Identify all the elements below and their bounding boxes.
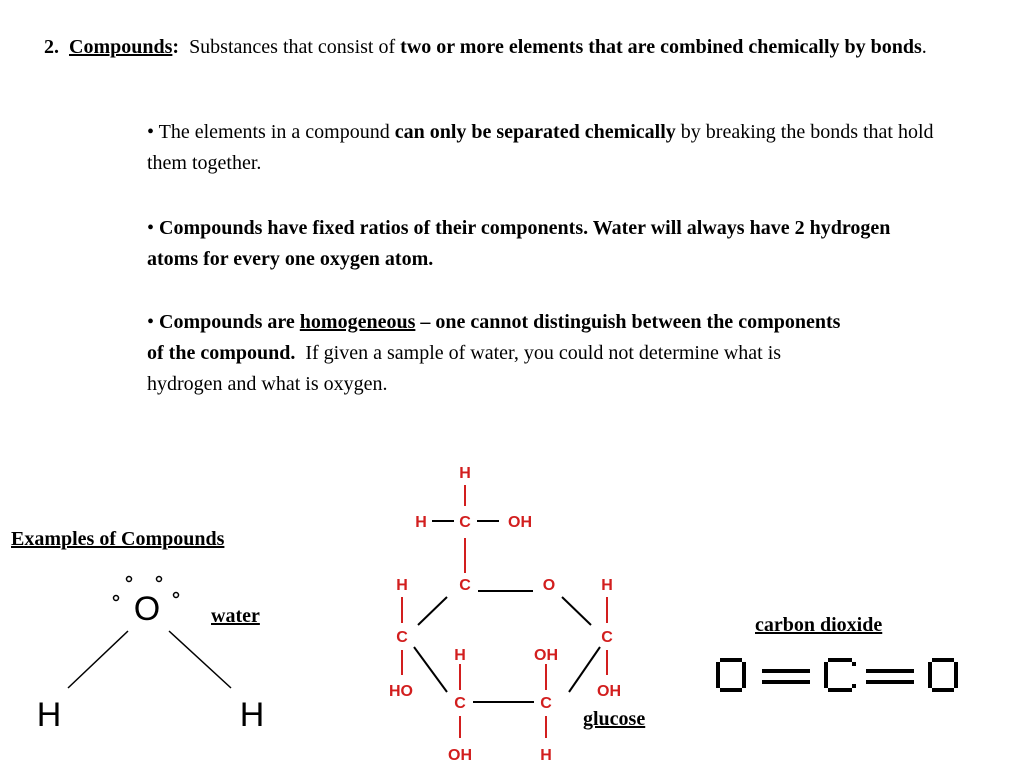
glucose-atom-top-h: H bbox=[459, 465, 471, 482]
glucose-atom-c3-oh: OH bbox=[448, 747, 472, 764]
co2-atom-o2 bbox=[928, 658, 958, 692]
definition-colon: : bbox=[172, 36, 180, 58]
bullet-homogeneous: • Compounds are homogeneous – one cannot… bbox=[147, 307, 847, 400]
glucose-atom-c1: C bbox=[601, 629, 613, 646]
definition-term: Compounds bbox=[69, 36, 173, 58]
glucose-atom-c3-h: H bbox=[454, 647, 466, 664]
glucose-atom-c4: C bbox=[396, 629, 408, 646]
definition-bold: two or more elements that are combined c… bbox=[400, 36, 922, 58]
glucose-bonds bbox=[413, 520, 601, 703]
glucose-atom-c2: C bbox=[540, 695, 552, 712]
glucose-atom-c1-h: H bbox=[601, 577, 613, 594]
definition-end: . bbox=[921, 36, 927, 58]
co2-atom-o1 bbox=[716, 658, 746, 692]
definition: 2. Compounds: Substances that consist of… bbox=[44, 32, 964, 63]
glucose-atom-c4-h: H bbox=[396, 577, 408, 594]
glucose-atom-top-oh: OH bbox=[508, 514, 532, 531]
glucose-atom-c3: C bbox=[454, 695, 466, 712]
co2-double-bond-right bbox=[866, 669, 914, 684]
water-lone-pairs bbox=[112, 575, 180, 602]
examples-heading: Examples of Compounds bbox=[11, 528, 225, 550]
bullet-marker: • bbox=[147, 121, 155, 143]
bullet-text: The elements in a compound bbox=[158, 121, 390, 143]
glucose-atom-c2-oh: OH bbox=[534, 647, 558, 664]
water-oxygen: O bbox=[134, 590, 160, 628]
water-label: water bbox=[211, 605, 260, 627]
glucose-atom-c2-h: H bbox=[540, 747, 552, 764]
bullet-bold: Compounds have fixed ratios of their com… bbox=[147, 217, 891, 270]
glucose-label: glucose bbox=[583, 708, 646, 730]
definition-lead: Substances that consist of bbox=[189, 36, 396, 58]
bullet-bold: Compounds are bbox=[159, 311, 295, 333]
co2-double-bond-left bbox=[762, 669, 810, 684]
glucose-atom-top-c: C bbox=[459, 514, 471, 531]
glucose-atom-top-left-h: H bbox=[415, 514, 427, 531]
glucose-atom-c4-ho: HO bbox=[389, 683, 413, 700]
water-bond-right bbox=[168, 630, 232, 689]
water-hydrogen-left: H bbox=[37, 696, 62, 734]
bullet-marker: • bbox=[147, 217, 155, 239]
bullet-separation: • The elements in a compound can only be… bbox=[147, 117, 967, 179]
bullet-fixed-ratios: • Compounds have fixed ratios of their c… bbox=[147, 213, 937, 275]
bullet-bold-end: – one cannot distinguish between the com… bbox=[147, 311, 841, 364]
co2-atom-c bbox=[824, 658, 856, 692]
bullet-text-end: by breaking the bonds that hold them tog… bbox=[147, 121, 934, 174]
definition-number: 2. bbox=[44, 36, 59, 58]
homogeneous-term: homogeneous bbox=[299, 311, 416, 333]
bullet-bold: can only be separated chemically bbox=[394, 121, 676, 143]
water-hydrogen-right: H bbox=[240, 696, 265, 734]
glucose-red-bonds bbox=[401, 485, 608, 738]
water-bond-left bbox=[67, 630, 129, 689]
glucose-atom-c5: C bbox=[459, 577, 471, 594]
bullet-text: If given a sample of water, you could no… bbox=[147, 342, 782, 395]
glucose-atom-c1-oh: OH bbox=[597, 683, 621, 700]
bullet-marker: • bbox=[147, 311, 155, 333]
carbon-dioxide-label: carbon dioxide bbox=[755, 614, 883, 636]
glucose-atom-ring-o: O bbox=[543, 577, 555, 594]
